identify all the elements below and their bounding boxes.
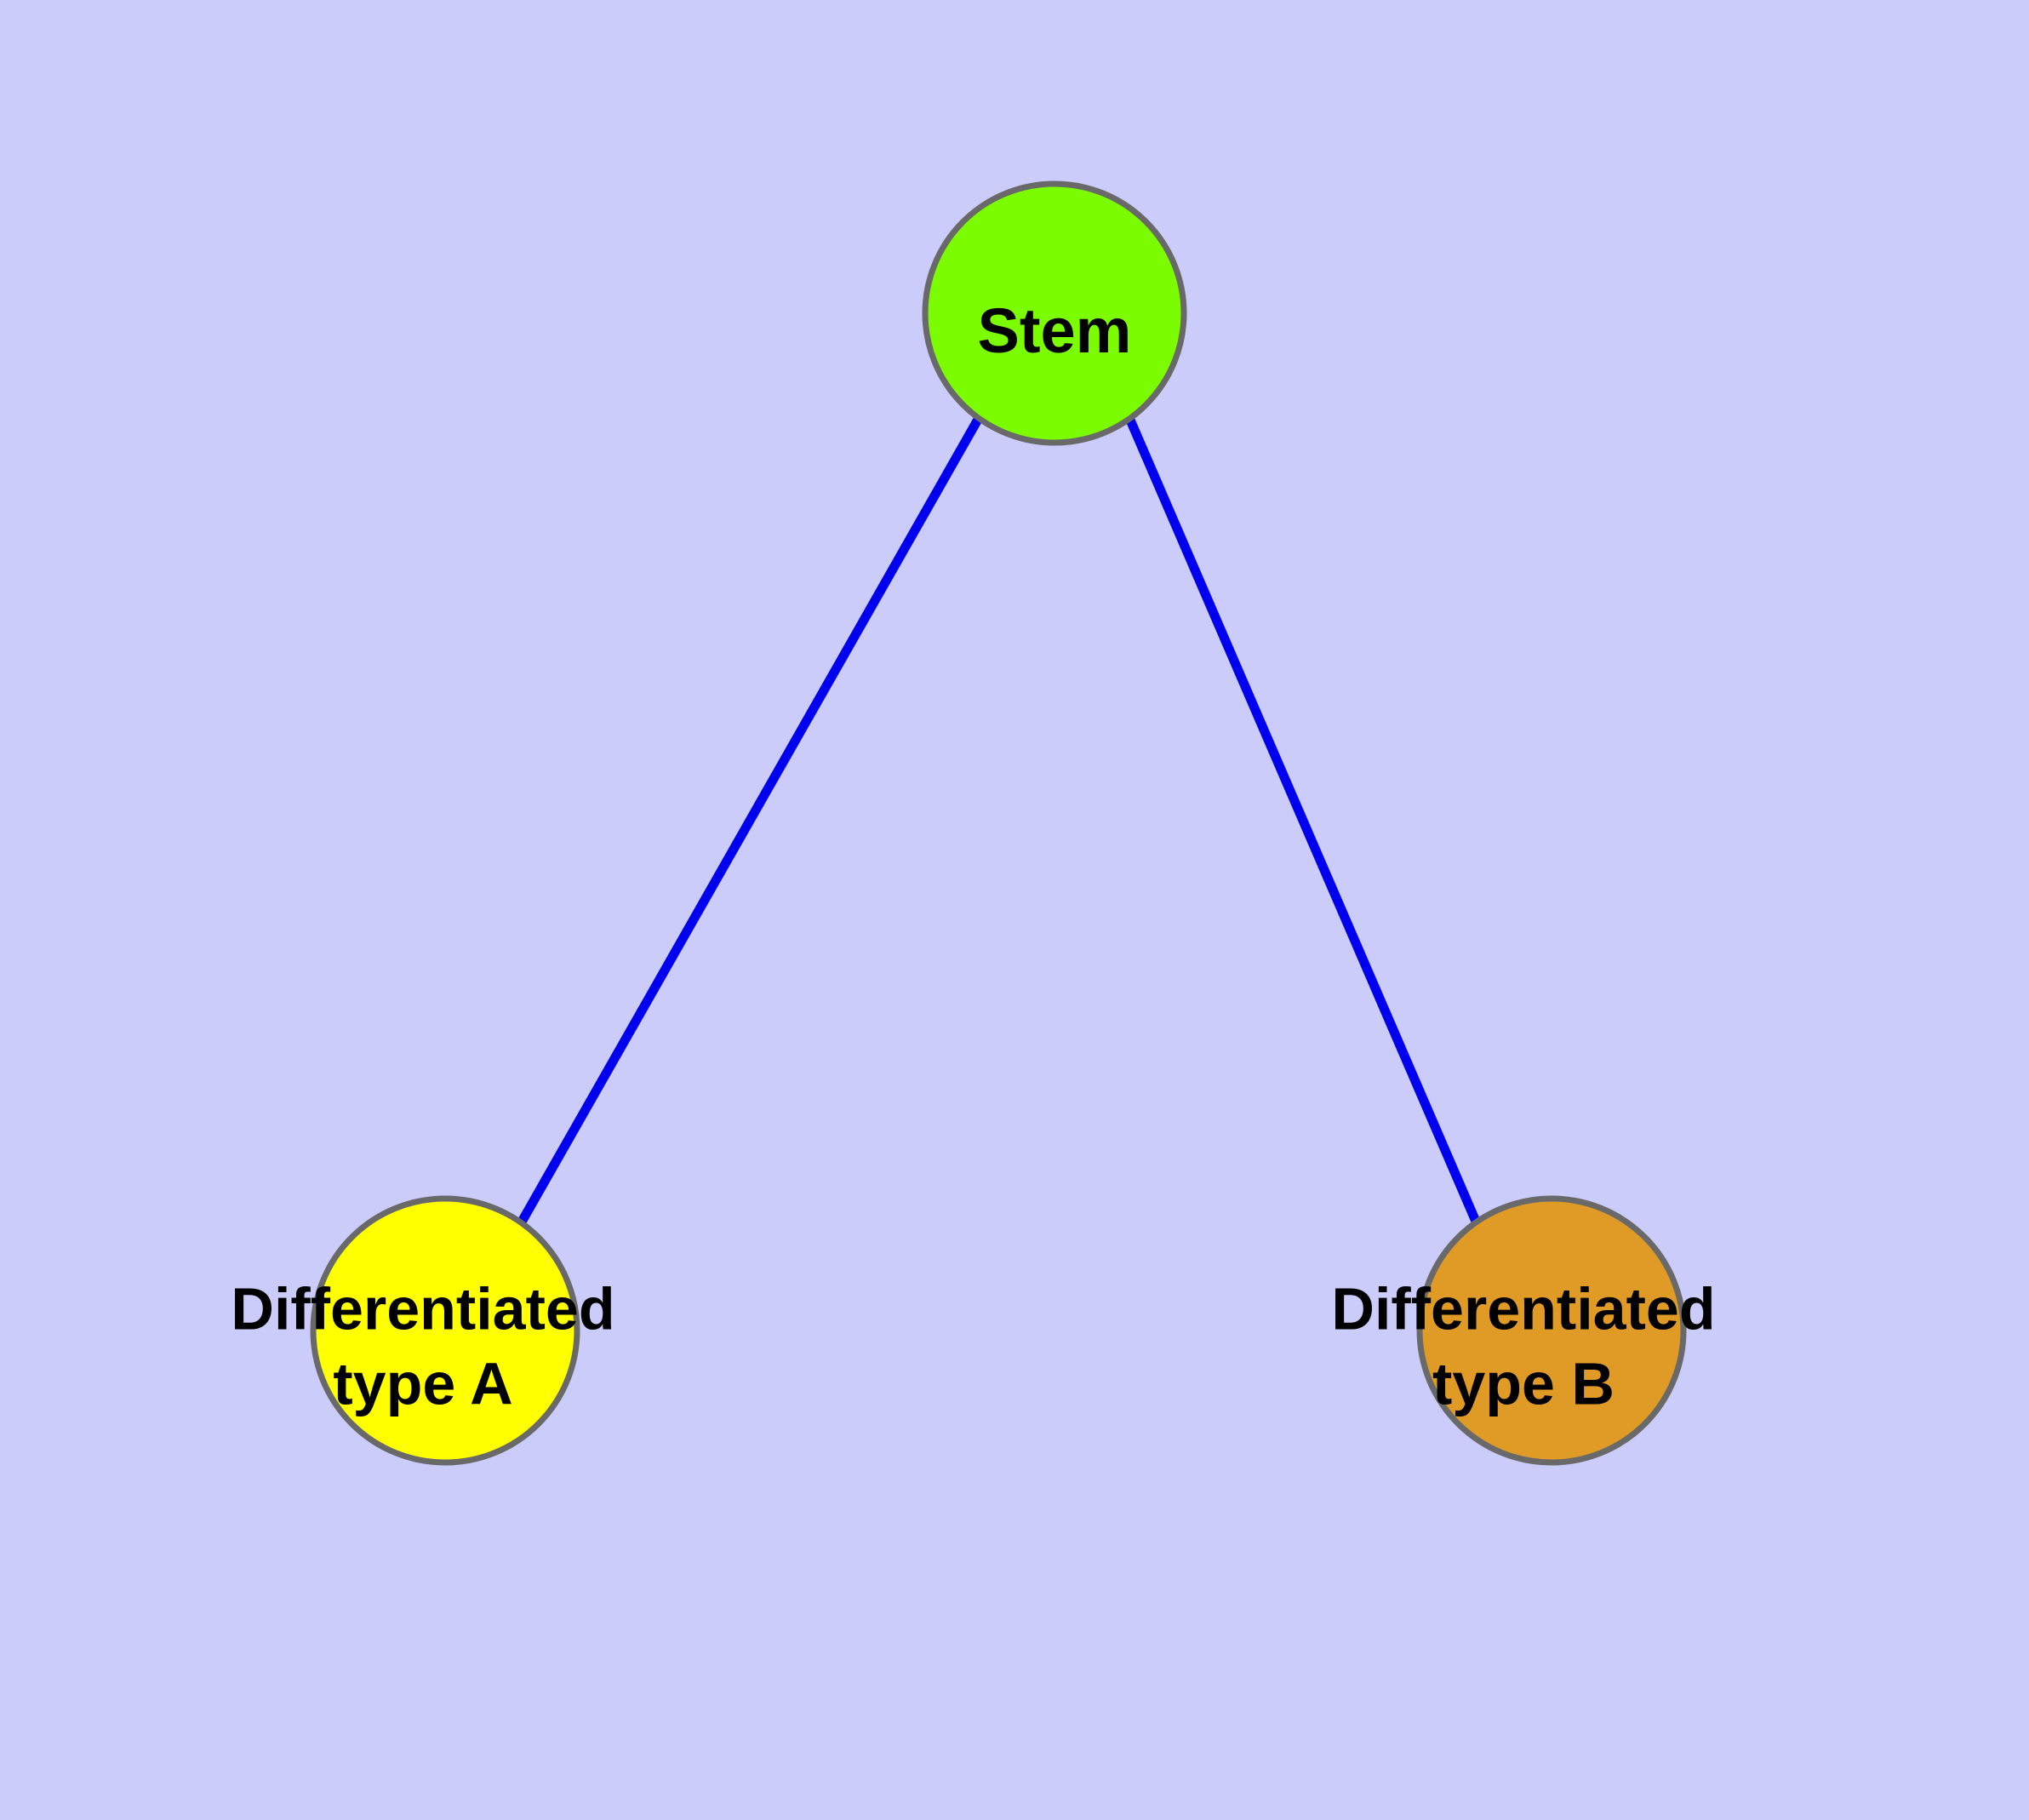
node-label-diff-type-a: Differentiated type A bbox=[231, 1276, 614, 1417]
graph-edge-stem-to-diff-type-a[interactable] bbox=[517, 415, 983, 1226]
node-label-line: Stem bbox=[978, 295, 1132, 365]
node-circle-diff-type-a[interactable] bbox=[310, 1195, 580, 1466]
graph-edge-stem-to-diff-type-b[interactable] bbox=[1124, 415, 1482, 1226]
edges-layer bbox=[517, 415, 1482, 1226]
node-label-stem: Stem bbox=[978, 295, 1132, 365]
node-circle-diff-type-b[interactable] bbox=[1416, 1195, 1687, 1466]
node-label-line: Differentiated bbox=[1331, 1276, 1715, 1342]
node-label-line: type A bbox=[333, 1351, 512, 1417]
node-label-line: type B bbox=[1432, 1351, 1615, 1417]
node-label-diff-type-b: Differentiated type B bbox=[1331, 1276, 1715, 1417]
node-label-line: Differentiated bbox=[231, 1276, 614, 1342]
nodes-layer bbox=[310, 180, 1687, 1466]
node-circle-stem[interactable] bbox=[922, 180, 1187, 446]
